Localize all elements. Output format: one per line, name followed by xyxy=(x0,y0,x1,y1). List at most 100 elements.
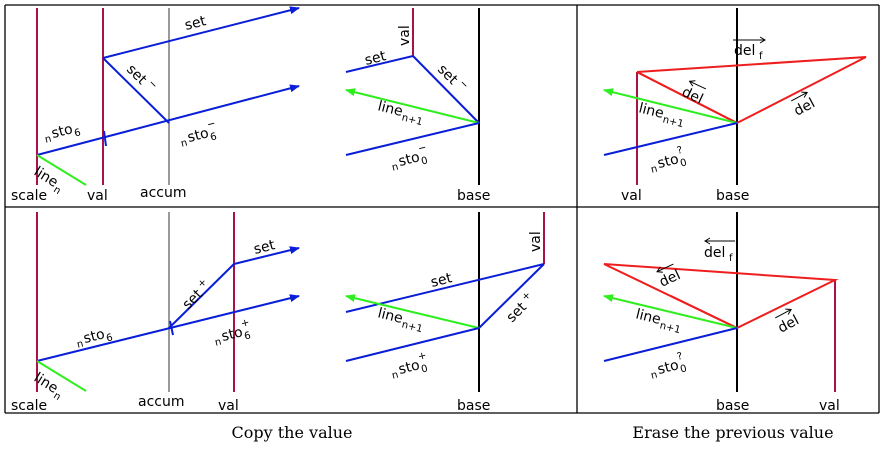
val-label: val xyxy=(218,398,239,414)
sto0-minus-label-group: n sto 0 − xyxy=(391,142,429,174)
del-f-sub: f xyxy=(729,253,733,264)
set-label: set xyxy=(252,237,277,258)
nsto6-label-group: n sto 6 xyxy=(44,121,82,146)
set-minus-sup: − xyxy=(457,78,471,92)
val-label: val xyxy=(87,188,108,204)
set-label-group: set xyxy=(429,270,454,291)
line-n1-label: line xyxy=(634,306,662,328)
sto0q-sup: ? xyxy=(676,351,684,363)
sto0q-sub: 0 xyxy=(679,157,688,169)
sto0q-label: sto xyxy=(656,151,681,172)
sto0-plus-line xyxy=(345,327,480,362)
nsto6p-pre: n xyxy=(214,337,223,349)
set-minus-line xyxy=(102,57,170,124)
val-label: val xyxy=(819,398,840,414)
line-n1-label: line xyxy=(376,98,404,120)
line-n1-label: line xyxy=(637,100,665,122)
nsto6m-pre: n xyxy=(180,138,189,150)
del-left-label-group: del xyxy=(656,263,683,291)
set-minus-label-group: set − xyxy=(123,62,160,92)
set-minus-label-group: set − xyxy=(434,62,471,92)
del-inner-line xyxy=(636,71,738,124)
sto0-q-label-group: n sto 0 ? xyxy=(650,351,688,382)
del-left-arrowhead xyxy=(688,80,696,87)
nsto6-sub: 6 xyxy=(73,127,82,139)
sto0-minus-line xyxy=(345,122,480,156)
sto6-tick xyxy=(103,130,107,147)
set-plus-label-group: set + xyxy=(504,289,534,325)
set-plus-sup: + xyxy=(520,289,534,303)
nsto6-minus-label-group: n sto 6 − xyxy=(180,118,218,150)
val-label: val xyxy=(621,188,642,204)
scale-label: scale xyxy=(11,188,47,204)
nsto6m-label: sto xyxy=(186,125,211,146)
nsto6-label-group: n sto 6 xyxy=(76,326,114,351)
line-n1-arrow xyxy=(603,88,738,124)
sto0m-sub: 0 xyxy=(420,155,429,167)
panel-top-left: scale val accum set set − n sto 6 n sto … xyxy=(11,6,300,204)
sto0-plus-label-group: n sto 0 + xyxy=(391,350,429,382)
del-right-overarrow xyxy=(791,92,808,102)
sto0q-sub: 0 xyxy=(679,363,688,375)
sto0p-sub: 0 xyxy=(420,363,429,375)
line-n1-label-group: line n+1 xyxy=(637,100,685,130)
del-left-label: del xyxy=(657,267,683,291)
line-n-sub: n xyxy=(51,390,62,403)
line-n1-arrow xyxy=(603,294,738,329)
line-n-line xyxy=(36,360,87,392)
panel-bottom-middle: base val set set + line n+1 n sto 0 + xyxy=(345,212,545,414)
accum-label: accum xyxy=(138,394,184,410)
set-minus-sup: − xyxy=(146,78,160,92)
del-f-label-group: del f xyxy=(733,36,766,62)
sto0m-sup: − xyxy=(417,142,428,155)
sto0p-label: sto xyxy=(397,357,422,378)
set-minus-line xyxy=(412,55,480,124)
set-label-group: set xyxy=(183,13,208,34)
del-right-arrowhead xyxy=(785,308,793,315)
del-f-arrowhead xyxy=(759,36,766,44)
panel-frames xyxy=(4,4,880,414)
del-f-label: del xyxy=(704,245,725,261)
nsto6-pre: n xyxy=(76,339,85,351)
panel-top-right: val base del f del del line n+1 n sto 0 … xyxy=(603,8,867,204)
del-f-sub: f xyxy=(759,51,763,62)
del-left-arrowhead xyxy=(656,266,663,273)
val-label-group: val xyxy=(397,25,413,46)
sto0m-pre: n xyxy=(391,162,400,174)
set-plus-line xyxy=(478,263,545,329)
base-label: base xyxy=(716,188,749,204)
sto0p-sup: + xyxy=(417,350,428,363)
set-arrow xyxy=(233,246,300,265)
del-right-label-group: del xyxy=(775,308,802,337)
set-plus-label-group: set + xyxy=(180,276,210,312)
nsto6-label: sto xyxy=(50,121,75,142)
nsto6-label: sto xyxy=(82,326,107,347)
line-n1-sub: n+1 xyxy=(662,114,685,130)
sto0-q-line xyxy=(603,122,738,156)
nsto6p-sup: + xyxy=(240,317,251,330)
val-label: val xyxy=(397,25,413,46)
accum-label: accum xyxy=(140,185,186,201)
sto6-tick xyxy=(169,320,174,336)
panel-bottom-right: base val del f del del line n+1 n sto 0 … xyxy=(603,212,840,414)
sto6-arrow xyxy=(36,294,300,362)
del-right-overarrow xyxy=(775,309,792,319)
nsto6m-sub: 6 xyxy=(209,131,218,143)
caption-erase-previous-value: Erase the previous value xyxy=(632,423,833,442)
panel-bottom-left: scale accum val set set + n sto 6 n sto … xyxy=(11,212,300,414)
base-label: base xyxy=(457,398,490,414)
line-n-line xyxy=(36,154,87,186)
del-triangle xyxy=(603,263,839,330)
nsto6p-label: sto xyxy=(220,324,245,345)
del-right-arrowhead xyxy=(801,91,809,98)
line-n-sub: n xyxy=(51,184,62,197)
nsto6-plus-label-group: n sto 6 + xyxy=(214,317,252,349)
sto0p-pre: n xyxy=(391,370,400,382)
sto0-q-label-group: n sto 0 ? xyxy=(650,145,688,176)
set-label: set xyxy=(429,270,454,291)
sto0q-label: sto xyxy=(656,357,681,378)
del-left-overarrow xyxy=(656,263,674,273)
set-arrow xyxy=(102,6,300,59)
nsto6-sub: 6 xyxy=(105,332,114,344)
